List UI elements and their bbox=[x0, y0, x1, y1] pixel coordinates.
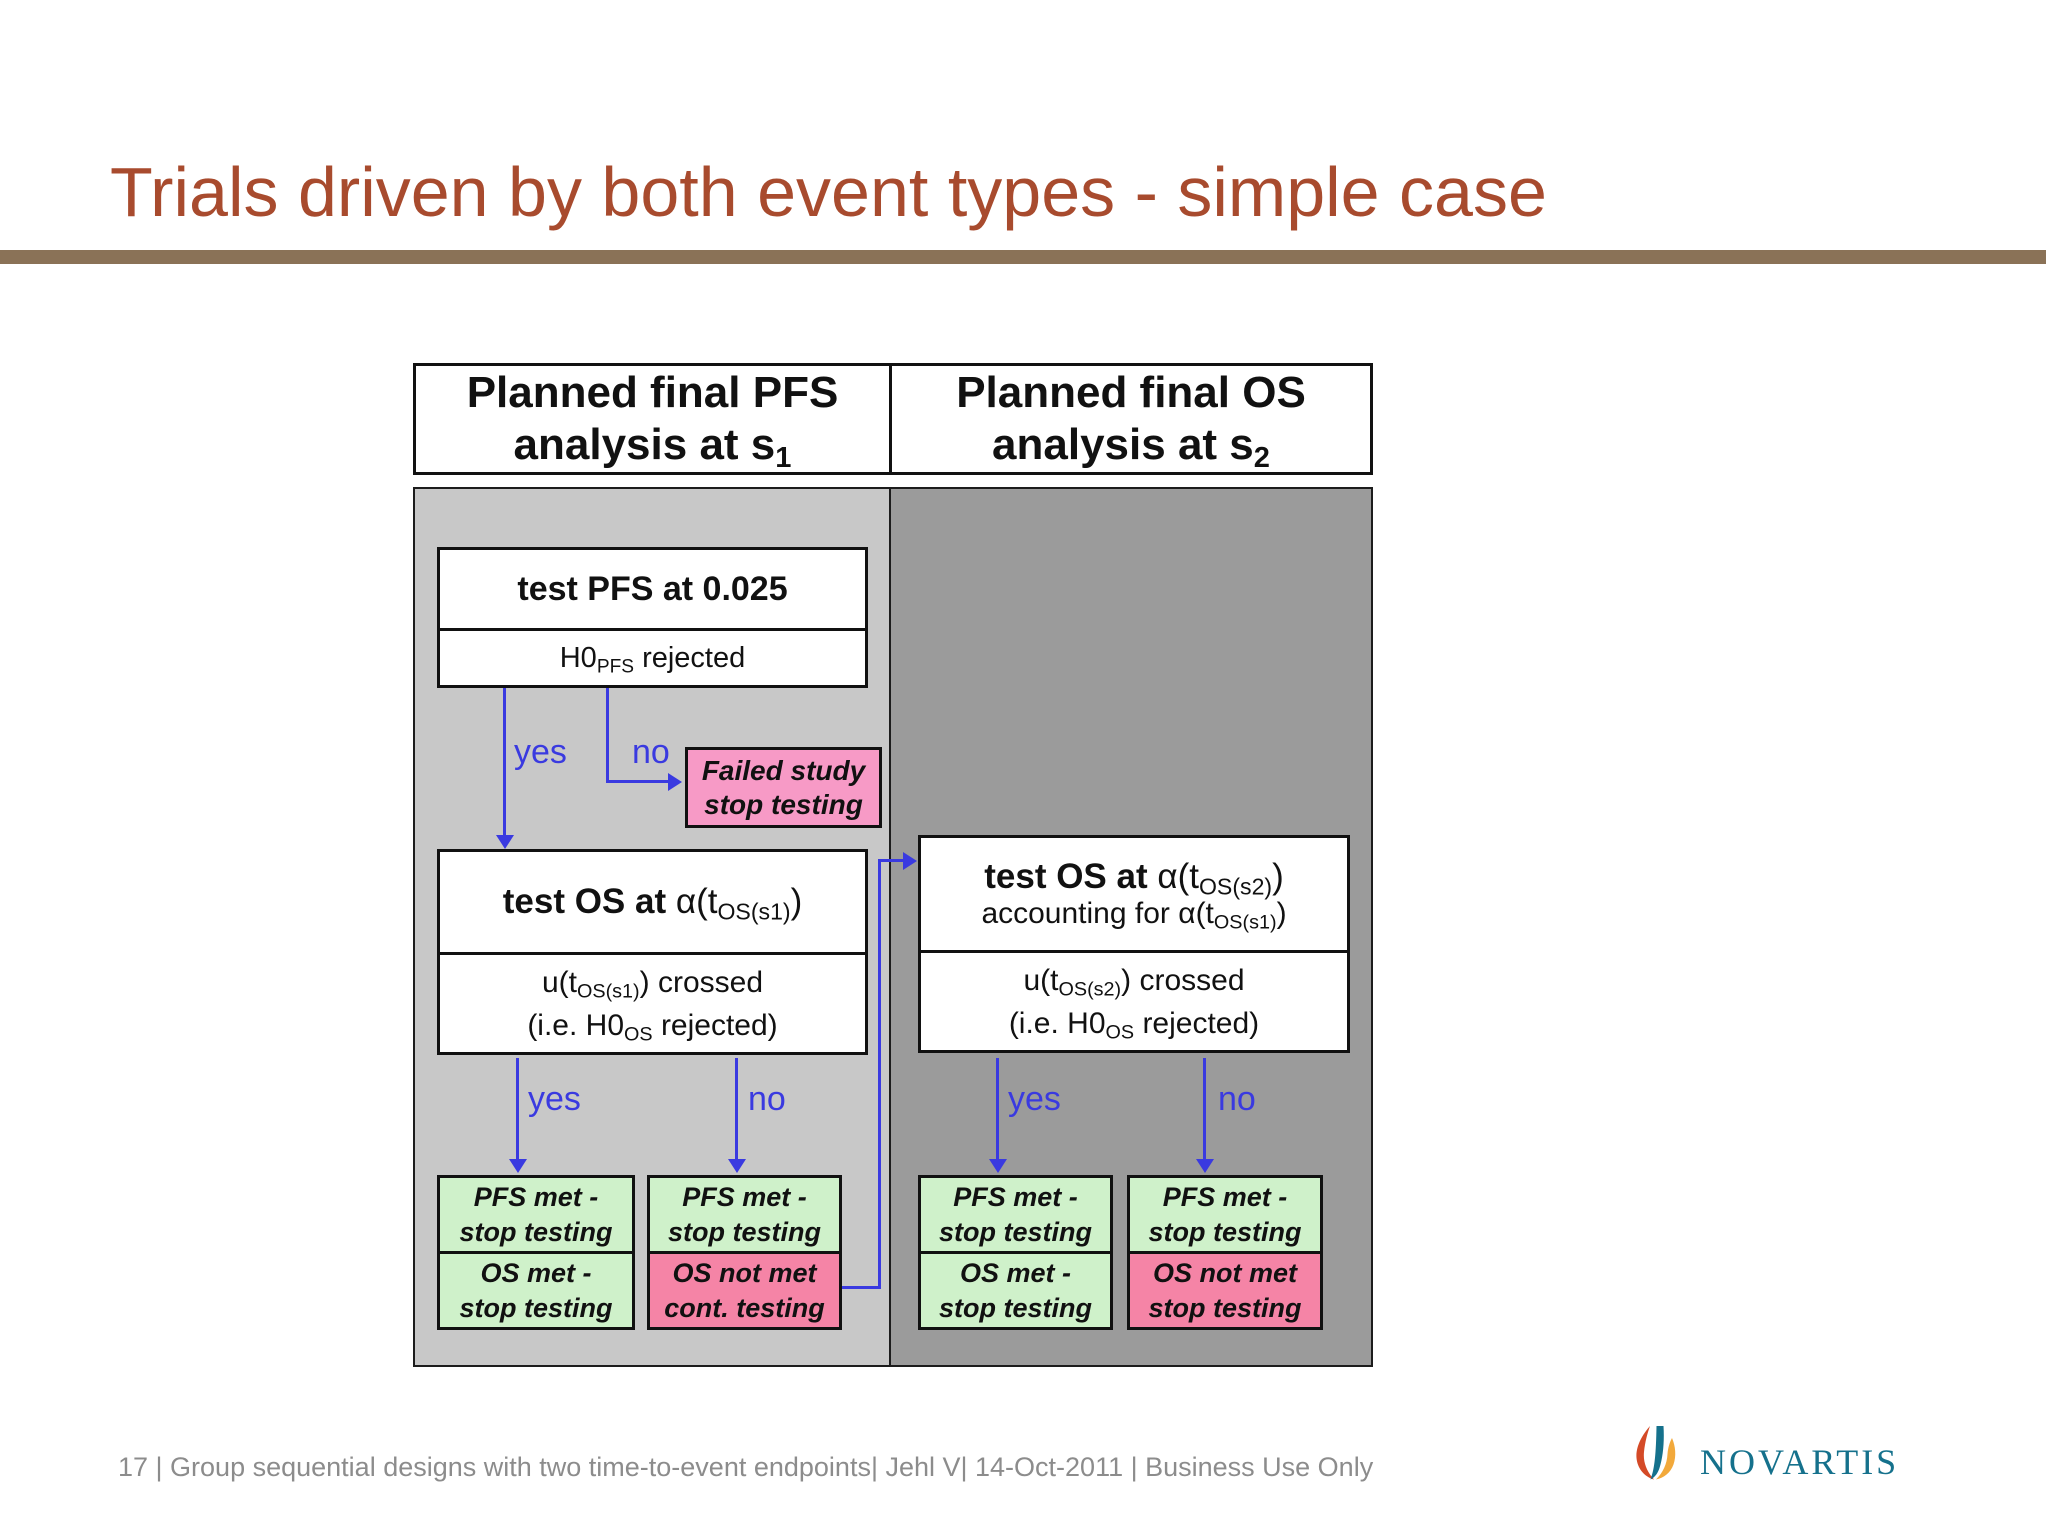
arrow-no1-line-v bbox=[606, 688, 609, 783]
novartis-flame-icon bbox=[1636, 1426, 1676, 1480]
outcome-c-top: PFS met - stop testing bbox=[921, 1178, 1110, 1251]
arrow-yes2-line bbox=[516, 1058, 519, 1161]
arrow-yes2-head bbox=[509, 1159, 527, 1173]
arrow-no3-head bbox=[1196, 1159, 1214, 1173]
subscript: 1 bbox=[775, 442, 792, 475]
arrow-yes3-line bbox=[996, 1058, 999, 1161]
subscript: OS(s1) bbox=[1213, 911, 1277, 934]
arrow-no1-head bbox=[668, 773, 682, 791]
outcome-a-box: PFS met - stop testing OS met - stop tes… bbox=[437, 1175, 635, 1330]
outcome-c-bottom: OS met - stop testing bbox=[921, 1251, 1110, 1327]
outcome-c-box: PFS met - stop testing OS met - stop tes… bbox=[918, 1175, 1113, 1330]
connector-line-h2 bbox=[878, 859, 906, 862]
flow-header-pfs: Planned final PFS analysis at s1 bbox=[416, 366, 889, 475]
test-os-s2-box: test OS at α(tOS(s2)) accounting for α(t… bbox=[918, 835, 1350, 1053]
subscript: 2 bbox=[1253, 442, 1270, 475]
failed-study-box: Failed study stop testing bbox=[685, 747, 882, 828]
outcome-d-box: PFS met - stop testing OS not met stop t… bbox=[1127, 1175, 1323, 1330]
test-os-s2-title: test OS at α(tOS(s2)) accounting for α(t… bbox=[981, 857, 1287, 934]
h0-pfs-rejected: H0PFS rejected bbox=[440, 628, 865, 685]
footer-text: 17 | Group sequential designs with two t… bbox=[118, 1452, 1374, 1482]
yes-label-2: yes bbox=[528, 1080, 581, 1118]
outcome-d-bottom: OS not met stop testing bbox=[1130, 1251, 1320, 1327]
header-pfs-line1: Planned final PFS bbox=[466, 368, 839, 417]
flow-header: Planned final PFS analysis at s1 Planned… bbox=[413, 363, 1373, 475]
arrow-no2-head bbox=[728, 1159, 746, 1173]
outcome-b-box: PFS met - stop testing OS not met cont. … bbox=[647, 1175, 842, 1330]
subscript: OS(s2) bbox=[1058, 978, 1122, 1001]
novartis-wordmark: NOVARTIS bbox=[1700, 1442, 1900, 1482]
header-pfs-line2: analysis at s1 bbox=[513, 420, 792, 475]
outcome-d-top: PFS met - stop testing bbox=[1130, 1178, 1320, 1251]
no-label-3: no bbox=[1218, 1080, 1256, 1118]
header-os-line1: Planned final OS bbox=[956, 368, 1306, 417]
yes-label-1: yes bbox=[514, 733, 567, 771]
header-os-line2: analysis at s2 bbox=[992, 420, 1270, 475]
outcome-a-top: PFS met - stop testing bbox=[440, 1178, 632, 1251]
title-rule bbox=[0, 250, 2046, 264]
arrow-yes1-head bbox=[496, 835, 514, 849]
connector-line-h1 bbox=[842, 1286, 881, 1289]
subscript: OS(s2) bbox=[1198, 873, 1273, 900]
no-label-2: no bbox=[748, 1080, 786, 1118]
subscript: OS bbox=[624, 1023, 653, 1046]
connector-line-v bbox=[878, 859, 881, 1289]
outcome-b-bottom: OS not met cont. testing bbox=[650, 1251, 839, 1327]
arrow-no1-line-h bbox=[606, 780, 670, 783]
u-crossed-s2: u(tOS(s2)) crossed (i.e. H0OS rejected) bbox=[921, 950, 1347, 1050]
arrow-no3-line bbox=[1203, 1058, 1206, 1161]
subscript: OS(s1) bbox=[576, 980, 640, 1003]
flow-header-os: Planned final OS analysis at s2 bbox=[889, 366, 1370, 475]
outcome-b-top: PFS met - stop testing bbox=[650, 1178, 839, 1251]
connector-head bbox=[903, 852, 917, 870]
test-os-s1-box: test OS at α(tOS(s1)) u(tOS(s1)) crossed… bbox=[437, 849, 868, 1055]
arrow-yes3-head bbox=[989, 1159, 1007, 1173]
subscript: OS bbox=[1105, 1021, 1135, 1044]
test-pfs-box: test PFS at 0.025 H0PFS rejected bbox=[437, 547, 868, 688]
arrow-no2-line bbox=[735, 1058, 738, 1161]
subscript: OS(s1) bbox=[717, 898, 791, 925]
no-label-1: no bbox=[632, 733, 670, 771]
outcome-a-bottom: OS met - stop testing bbox=[440, 1251, 632, 1327]
yes-label-3: yes bbox=[1008, 1080, 1061, 1118]
page-title: Trials driven by both event types - simp… bbox=[110, 153, 1547, 231]
test-os-s1-title: test OS at α(tOS(s1)) bbox=[502, 882, 803, 925]
u-crossed-s1: u(tOS(s1)) crossed (i.e. H0OS rejected) bbox=[440, 952, 865, 1052]
subscript: PFS bbox=[596, 655, 635, 677]
arrow-yes1-line bbox=[503, 688, 506, 836]
test-pfs-title: test PFS at 0.025 bbox=[517, 569, 788, 608]
